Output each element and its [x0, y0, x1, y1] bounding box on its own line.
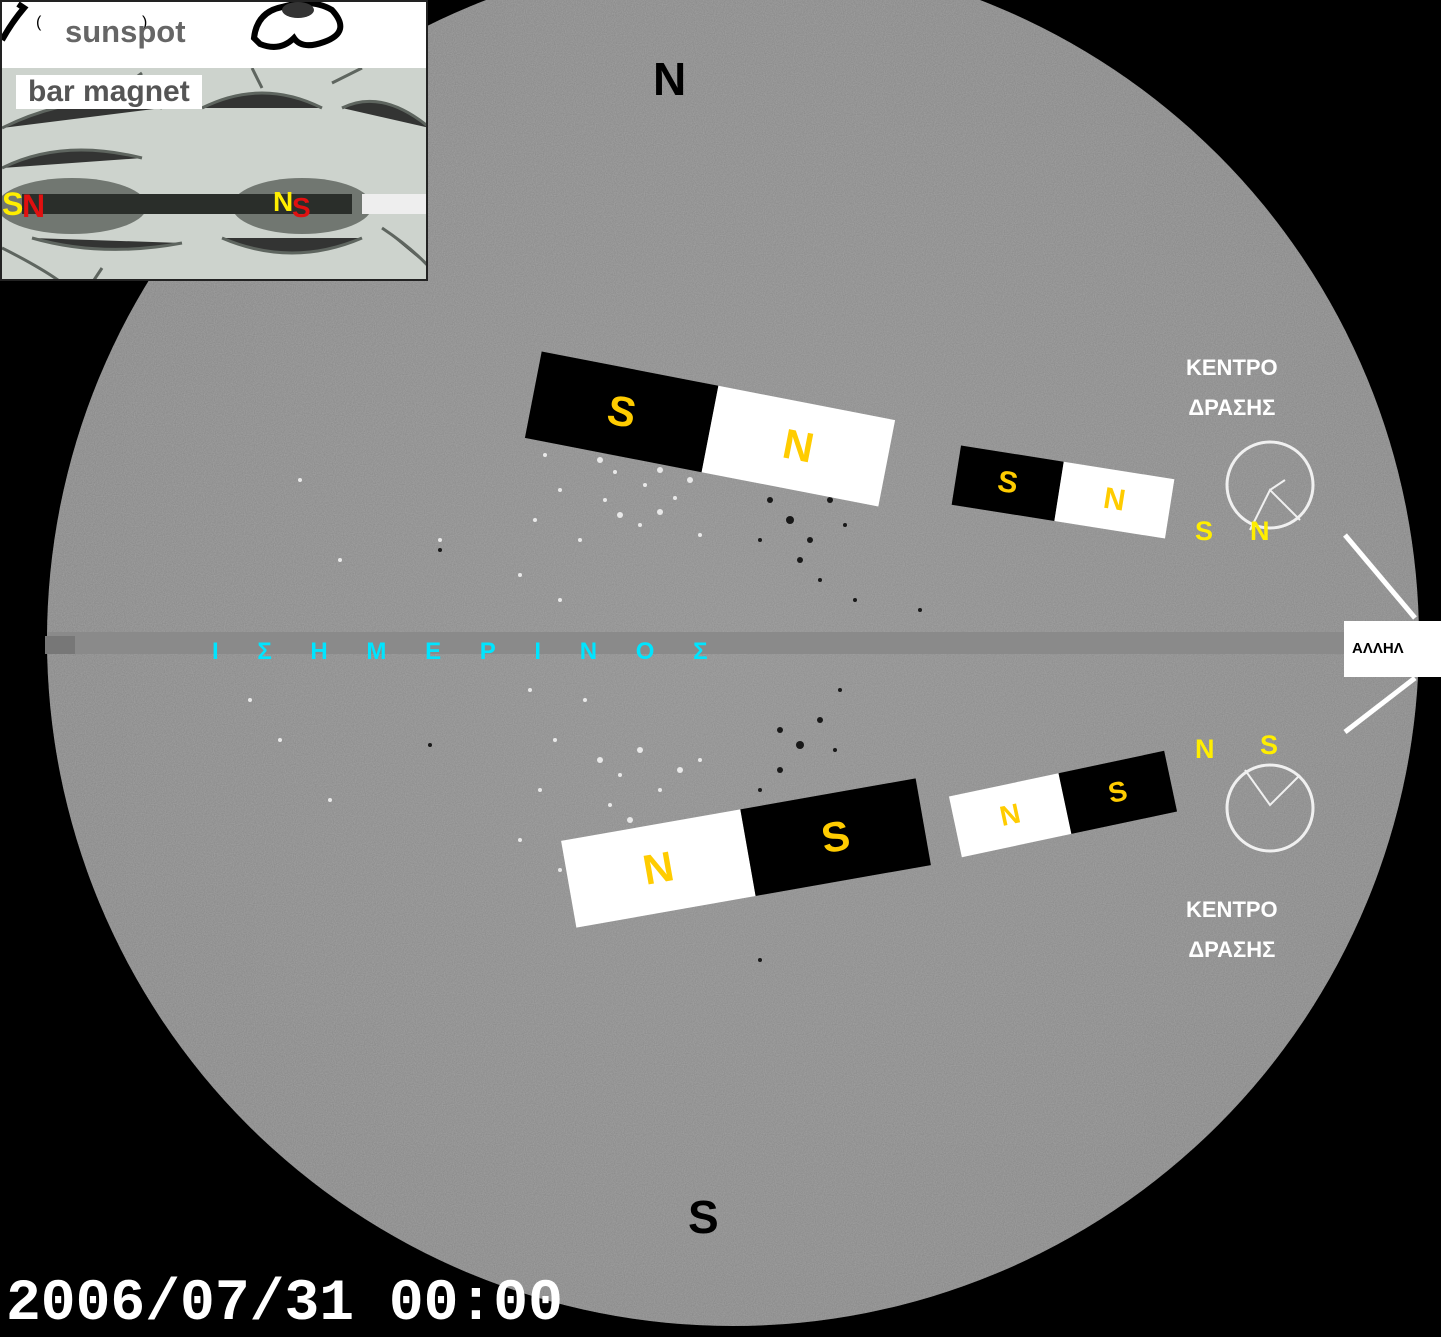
- callout-text: ΑΛΛΗΛ: [1352, 640, 1404, 657]
- region-upper-n: N: [1250, 516, 1270, 546]
- north-pole-label: N: [653, 53, 687, 105]
- sunspot-panel: ( ) sunspot: [2, 2, 426, 70]
- sunspot-outline: [2, 2, 344, 50]
- equator-marker: [45, 636, 75, 654]
- active-region-label-lower: ΚΕΝΤΡΟ ΔΡΑΣΗΣ: [1186, 890, 1278, 970]
- equator-line: [47, 632, 1419, 654]
- inset-left-n: N: [22, 188, 46, 224]
- active-region-upper-line2: ΔΡΑΣΗΣ: [1188, 395, 1276, 420]
- active-region-upper: [1225, 440, 1315, 531]
- dark-plage: [428, 497, 922, 962]
- paren-right: ): [142, 14, 148, 31]
- active-region-lower-line2: ΔΡΑΣΗΣ: [1188, 937, 1276, 962]
- equator-label: Ι Σ Η Μ Ε Ρ Ι Ν Ο Σ: [212, 638, 792, 672]
- inset-left-s: S: [2, 186, 24, 222]
- equator-text: Ι Σ Η Μ Ε Ρ Ι Ν Ο Σ: [212, 638, 710, 665]
- region-lower-s: S: [1260, 730, 1279, 760]
- callout-line-lower: [1343, 676, 1417, 734]
- callout-line-upper: [1343, 533, 1417, 620]
- region-upper-s: S: [1195, 516, 1214, 546]
- region-lower-n: N: [1195, 734, 1215, 764]
- active-region-upper-line1: ΚΕΝΤΡΟ: [1186, 355, 1278, 380]
- paren-left: (: [36, 14, 42, 31]
- callout-box: ΑΛΛΗΛ: [1344, 621, 1441, 677]
- active-region-label-upper: ΚΕΝΤΡΟ ΔΡΑΣΗΣ: [1186, 348, 1278, 428]
- active-region-lower-line1: ΚΕΝΤΡΟ: [1186, 897, 1278, 922]
- active-region-lower: [1225, 763, 1315, 853]
- inset-right-n: N: [273, 186, 294, 217]
- timestamp: 2006/07/31 00:00: [6, 1272, 563, 1337]
- sunspot-label: sunspot: [65, 14, 186, 49]
- inset-panel: ( ) sunspot bar magnet S N N S: [0, 0, 428, 281]
- south-pole-label: S: [688, 1191, 719, 1243]
- bar-magnet-label: bar magnet: [16, 75, 202, 109]
- inset-right-s: S: [292, 192, 311, 223]
